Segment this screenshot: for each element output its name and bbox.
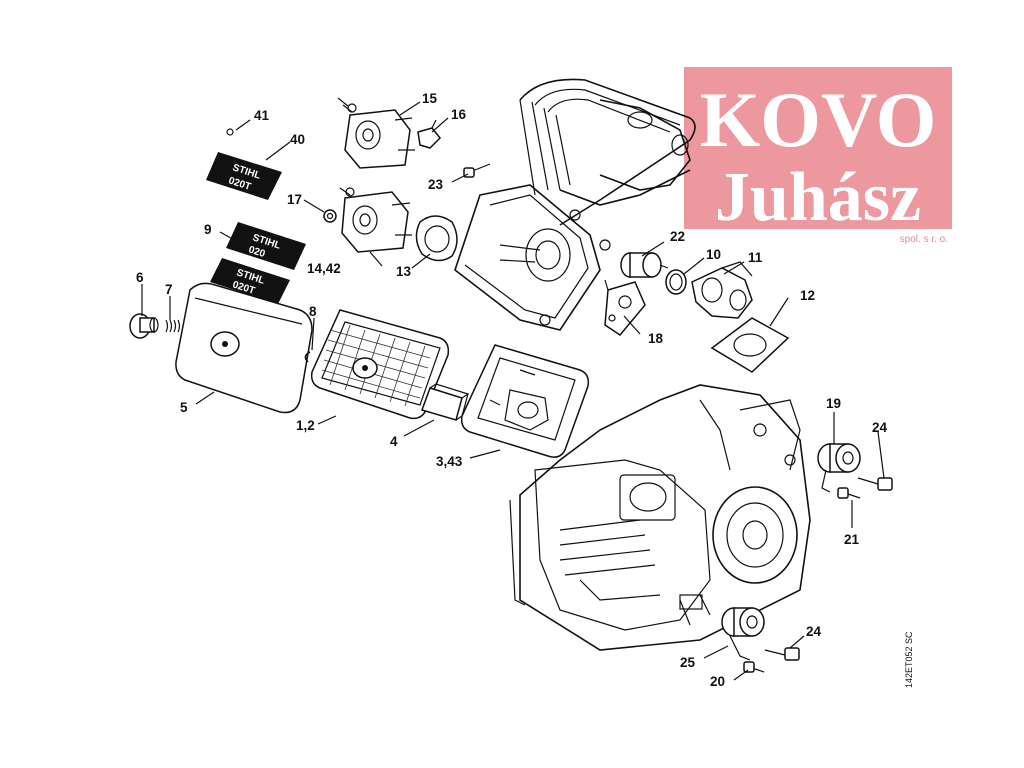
callout-7: 7 — [165, 282, 173, 297]
callout-24-lower: 24 — [806, 624, 822, 639]
handle-frame — [454, 78, 696, 331]
callout-20: 20 — [710, 674, 725, 689]
callout-labels: 41 40 15 16 17 23 14,42 13 9 6 7 8 5 1,2… — [136, 91, 888, 689]
callout-10: 10 — [706, 247, 721, 262]
part-1-air-filter — [310, 309, 450, 420]
callout-9: 9 — [204, 222, 212, 237]
part-15-carburetor — [337, 97, 415, 169]
watermark-logo: KOVO Juhász spol. s r. o. — [684, 67, 952, 245]
part-20-screw — [743, 661, 765, 673]
part-24-screw-lower — [764, 647, 800, 661]
part-10-ring — [665, 269, 687, 295]
part-23-screw — [463, 163, 491, 178]
callout-24-upper: 24 — [872, 420, 888, 435]
callout-17: 17 — [287, 192, 302, 207]
part-7-spring — [165, 319, 181, 333]
callout-8: 8 — [309, 304, 317, 319]
part-25-mount — [721, 607, 765, 661]
part-40-decal: STIHL 020T — [206, 152, 282, 200]
part-12-flange — [710, 317, 790, 373]
callout-15: 15 — [422, 91, 438, 106]
drawing-code: 142ET052 SC — [904, 631, 914, 688]
part-14-carburetor — [339, 187, 412, 253]
callout-4: 4 — [390, 434, 398, 449]
watermark-line3: spol. s r. o. — [900, 234, 948, 245]
callout-11: 11 — [748, 250, 763, 265]
decal-9-line2: 020 — [247, 244, 267, 260]
callout-41: 41 — [254, 108, 270, 123]
part-16-fitting — [417, 119, 442, 149]
part-19-mount — [817, 443, 861, 493]
part-6-knob — [129, 313, 159, 339]
callout-22: 22 — [670, 229, 685, 244]
part-17-nut — [323, 209, 337, 223]
callout-21: 21 — [844, 532, 860, 547]
part-41-pin — [226, 128, 234, 136]
part-8-clip — [304, 351, 311, 363]
callout-18: 18 — [648, 331, 664, 346]
callout-6: 6 — [136, 270, 144, 285]
part-9-decal: STIHL 020 STIHL 020T — [210, 222, 306, 304]
part-11-manifold — [691, 261, 753, 319]
part-22-damper — [620, 252, 669, 278]
part-5-filter-cover — [175, 282, 313, 414]
watermark-line2: Juhász — [715, 159, 921, 236]
callout-5: 5 — [180, 400, 188, 415]
callout-13: 13 — [396, 264, 412, 279]
part-24-screw-upper — [857, 477, 893, 491]
callout-23: 23 — [428, 177, 444, 192]
callout-1-2: 1,2 — [296, 418, 315, 433]
part-3-filter-base — [460, 344, 590, 458]
callout-25: 25 — [680, 655, 696, 670]
part-13-gasket — [415, 215, 458, 262]
callout-3-43: 3,43 — [436, 454, 463, 469]
callout-16: 16 — [451, 107, 467, 122]
watermark-line1: KOVO — [700, 76, 937, 163]
part-18-plate — [604, 279, 646, 336]
leader-lines — [141, 101, 885, 681]
engine-block — [509, 384, 811, 651]
callout-12: 12 — [800, 288, 815, 303]
callout-19: 19 — [826, 396, 841, 411]
part-21-screw — [837, 487, 861, 499]
callout-40: 40 — [290, 132, 305, 147]
callout-14-42: 14,42 — [307, 261, 341, 276]
part-4-foam-block — [421, 383, 470, 421]
